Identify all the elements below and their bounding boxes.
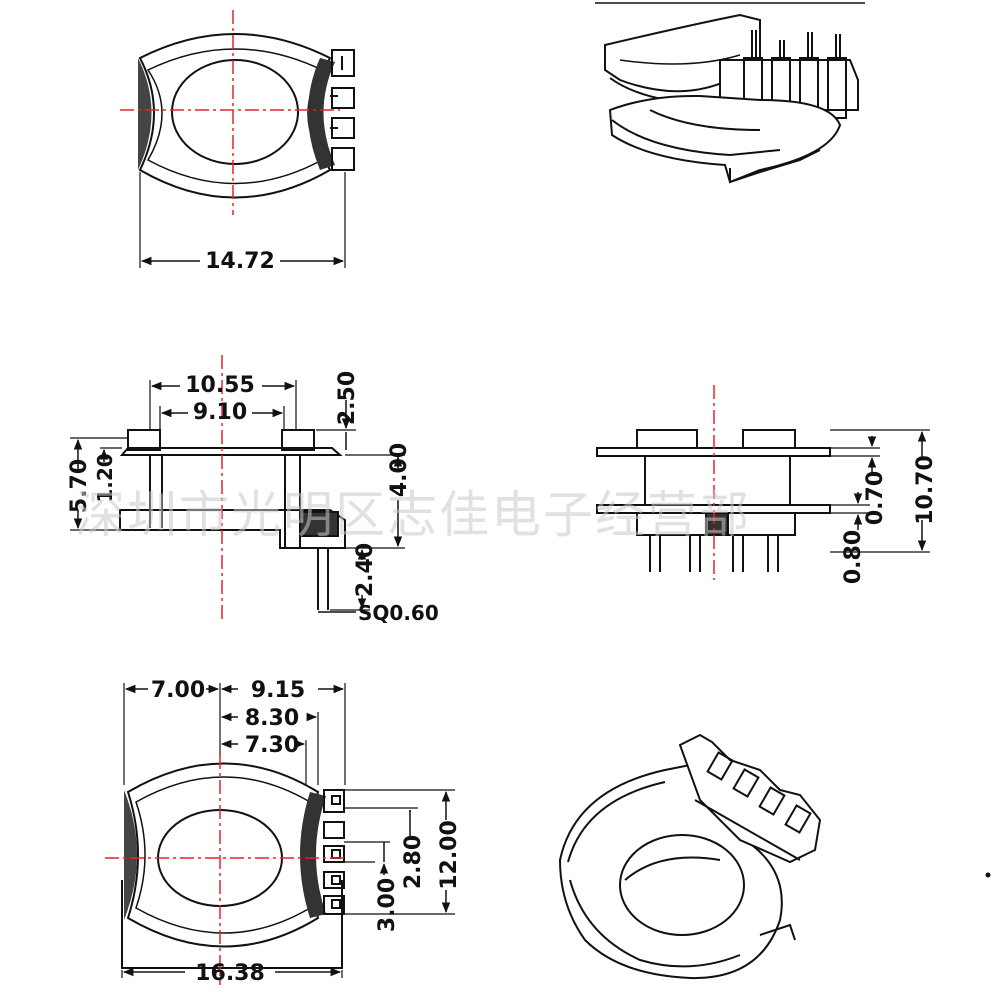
bottom-left-width-label: 7.00 — [151, 678, 205, 703]
stray-dot — [985, 872, 991, 878]
front-gap-lower-label: 0.80 — [841, 530, 866, 584]
top-view — [138, 33, 355, 268]
top-width-label: 14.72 — [205, 249, 275, 274]
side-total-height-label: 5.70 — [67, 459, 92, 513]
bottom-pin-pitch-b-label: 3.00 — [375, 878, 400, 932]
bottom-pin-span-label: 12.00 — [437, 820, 462, 890]
bottom-pin-row-1-label: 9.15 — [251, 678, 305, 703]
bottom-base-width-label: 16.38 — [195, 961, 265, 986]
watermark-text: 深圳市光明区志佳电子经营部 — [75, 486, 751, 544]
bottom-pin-pitch-a-label: 2.80 — [401, 835, 426, 889]
front-gap-upper-label: 0.70 — [863, 471, 888, 525]
bottom-pin-row-3-label: 7.30 — [245, 733, 299, 758]
side-flange-inner-label: 9.10 — [193, 400, 247, 425]
side-view — [70, 380, 405, 613]
side-pin-stub-label: 2.50 — [335, 371, 360, 425]
bottom-pin-row-2-label: 8.30 — [245, 706, 299, 731]
side-flange-thk-label: 1.20 — [93, 453, 117, 502]
top-view-centerlines — [120, 10, 340, 215]
side-pin-section-label: SQ0.60 — [358, 601, 439, 625]
isometric-view-bottom — [558, 733, 822, 980]
isometric-view-top — [595, 2, 865, 184]
bottom-view — [121, 683, 455, 978]
side-pin-length-label: 2.40 — [353, 543, 378, 597]
side-body-height-label: 4.00 — [387, 443, 412, 497]
bottom-view-centerlines — [105, 755, 345, 985]
side-flange-outer-label: 10.55 — [185, 373, 255, 398]
front-overall-label: 10.70 — [913, 455, 938, 525]
